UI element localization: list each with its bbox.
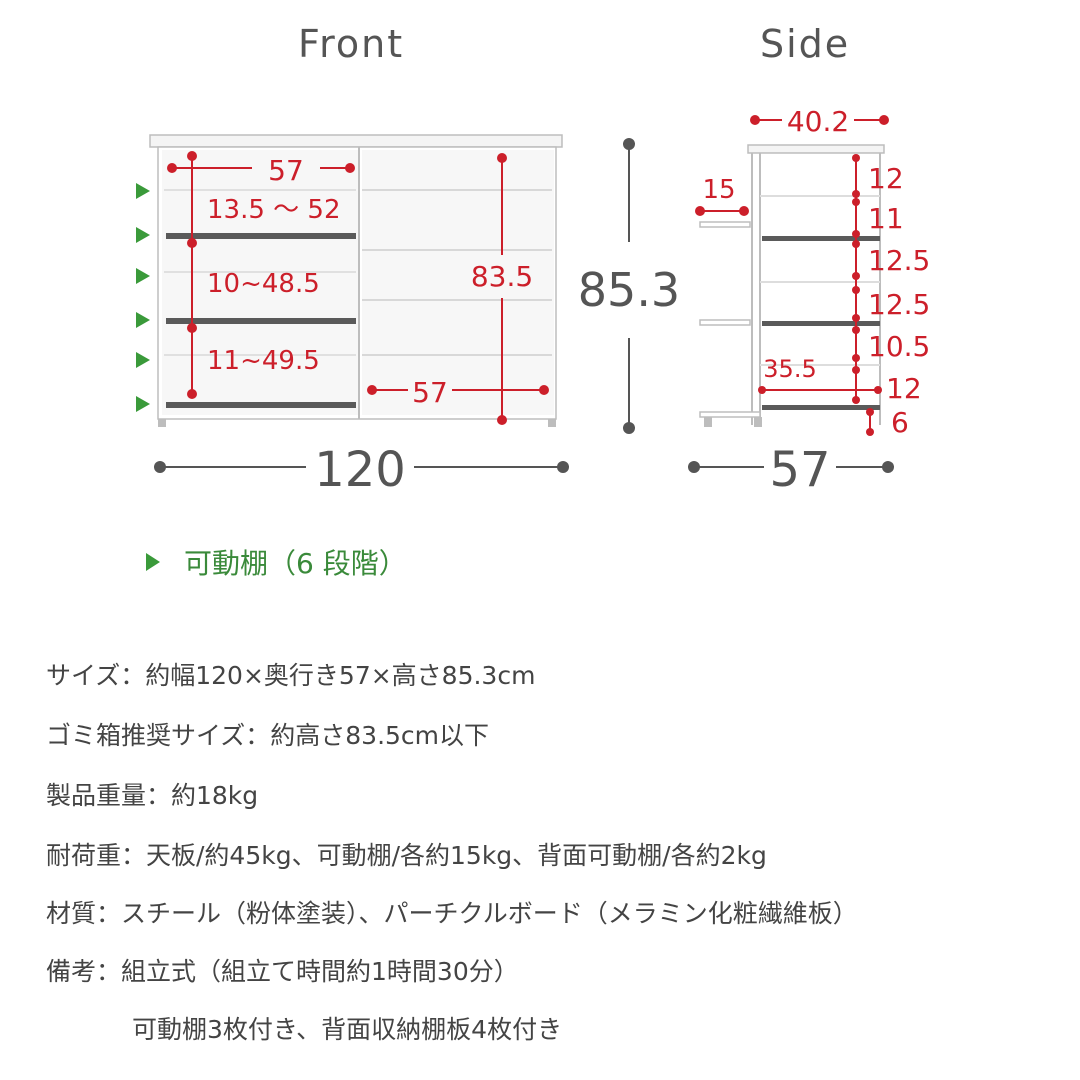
inner-height-label: 83.5 bbox=[471, 260, 533, 293]
side-top-depth-label: 40.2 bbox=[787, 105, 849, 138]
spec-notes: 備考：組立式（組立て時間約1時間30分） bbox=[46, 957, 519, 986]
shelf-arrow-4 bbox=[136, 312, 150, 328]
range-1-label: 13.5 ～ 52 bbox=[207, 195, 341, 225]
front-dimension-lines bbox=[167, 151, 549, 425]
overall-depth-label: 57 bbox=[769, 442, 830, 498]
height-dimension-line bbox=[623, 138, 635, 434]
side-frame bbox=[699, 144, 885, 427]
movable-shelf-legend: 可動棚（6 段階） bbox=[146, 540, 407, 584]
shelf-position-arrows bbox=[136, 183, 150, 412]
shelf-arrow-2 bbox=[136, 227, 150, 243]
inner-width-label: 57 bbox=[412, 376, 448, 409]
product-dimension-diagram: Front Side bbox=[136, 22, 930, 498]
shelf-arrow-6 bbox=[136, 396, 150, 412]
side-dimension-lines bbox=[695, 115, 889, 436]
side-spacing-label: 12.5 bbox=[868, 244, 930, 277]
overall-height-label: 85.3 bbox=[578, 263, 680, 317]
front-frame bbox=[149, 134, 563, 427]
side-spacing-label: 12 bbox=[886, 372, 922, 405]
front-shelves bbox=[166, 233, 356, 408]
range-3-label: 11~49.5 bbox=[207, 346, 320, 376]
spec-notes-continued: 可動棚3枚付き、背面収納棚板4枚付き bbox=[132, 1015, 563, 1044]
side-spacing-label: 12.5 bbox=[868, 288, 930, 321]
shelf-arrow-5 bbox=[136, 352, 150, 368]
overall-width-label: 120 bbox=[314, 442, 406, 498]
spec-weight: 製品重量：約18kg bbox=[46, 781, 259, 810]
side-spacing-label: 11 bbox=[868, 202, 904, 235]
front-shelf-width-label: 57 bbox=[268, 154, 304, 187]
depth-dimension-line bbox=[688, 461, 894, 473]
spec-material: 材質：スチール（粉体塗装）、パーチクルボード（メラミン化粧繊維板） bbox=[46, 899, 858, 928]
side-spacing-label: 12 bbox=[868, 162, 904, 195]
side-spacing-label: 10.5 bbox=[868, 330, 930, 363]
dimension-drawing: 57 13.5 ～ 52 10~48.5 11~49.5 83.5 57 85.… bbox=[136, 105, 930, 498]
green-triangle-icon bbox=[146, 553, 160, 571]
side-shelves bbox=[762, 236, 880, 410]
side-view-title: Side bbox=[760, 22, 851, 66]
side-shelf-depth-label: 35.5 bbox=[763, 355, 816, 383]
shelf-arrow-3 bbox=[136, 268, 150, 284]
spec-size: サイズ：約幅120×奥行き57×高さ85.3cm bbox=[46, 661, 536, 690]
spec-trash-size: ゴミ箱推奨サイズ：約高さ83.5cm以下 bbox=[46, 721, 490, 750]
shelf-arrow-1 bbox=[136, 183, 150, 199]
side-back-shelf-label: 15 bbox=[702, 175, 735, 205]
side-spacing-label: 6 bbox=[891, 406, 909, 439]
width-dimension-line bbox=[154, 461, 569, 473]
front-view-title: Front bbox=[298, 22, 405, 66]
range-2-label: 10~48.5 bbox=[207, 269, 320, 299]
spec-load: 耐荷重：天板/約45kg、可動棚/各約15kg、背面可動棚/各約2kg bbox=[46, 841, 767, 870]
legend-label: 可動棚（6 段階） bbox=[184, 547, 407, 580]
